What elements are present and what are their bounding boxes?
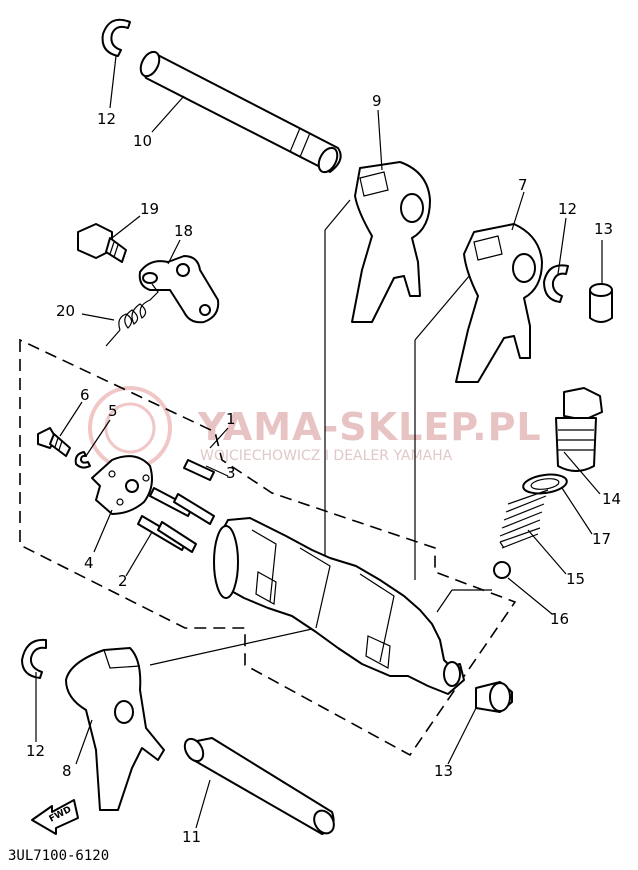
callout-13-top: 13 [594, 220, 613, 238]
bearing-part-13-top [589, 283, 613, 323]
callout-1: 1 [226, 410, 236, 428]
callout-6: 6 [80, 386, 90, 404]
callout-4: 4 [84, 554, 94, 572]
callout-9: 9 [372, 92, 382, 110]
diagram-code: 3UL7100-6120 [8, 848, 109, 864]
bearing-part-13-bottom [475, 681, 513, 713]
bolt-part-19 [77, 223, 127, 263]
callout-18: 18 [174, 222, 193, 240]
callout-15: 15 [566, 570, 585, 588]
shaft-part-11 [183, 737, 335, 835]
callout-7: 7 [518, 176, 528, 194]
segment-plate-part-4 [91, 455, 153, 515]
circlip-part-12-top [101, 18, 131, 57]
pins-part-2-3 [137, 459, 215, 553]
spring-part-20 [105, 283, 159, 347]
ball-part-16 [493, 561, 511, 579]
callout-13-bottom: 13 [434, 762, 453, 780]
shaft-part-10 [139, 50, 342, 174]
callout-labels: 12 10 9 7 12 13 19 18 20 6 5 1 3 4 2 14 … [26, 92, 621, 846]
circlip-part-12-bottom [21, 638, 47, 679]
bolt-part-6 [37, 427, 71, 457]
callout-17: 17 [592, 530, 611, 548]
circlip-part-5 [74, 451, 91, 469]
callout-20: 20 [56, 302, 75, 320]
stopper-lever-part-18 [138, 255, 220, 324]
shift-drum-part-1 [213, 517, 465, 695]
callout-2: 2 [118, 572, 128, 590]
circlip-part-12-right [543, 264, 569, 303]
callout-19: 19 [140, 200, 159, 218]
callout-16: 16 [550, 610, 569, 628]
callout-leaders [35, 55, 603, 829]
leader-lines [149, 199, 492, 666]
callout-14: 14 [602, 490, 621, 508]
callout-10: 10 [133, 132, 152, 150]
callout-12-right: 12 [558, 200, 577, 218]
callout-11: 11 [182, 828, 201, 846]
fwd-arrow-icon: FWD [31, 799, 79, 835]
assembly-outline [19, 338, 517, 757]
spring-part-15 [499, 489, 549, 549]
plug-part-14 [555, 387, 603, 472]
watermark-subtitle: WOJCIECHOWICZ I DEALER YAMAHA [200, 448, 453, 464]
callout-3: 3 [226, 464, 236, 482]
watermark: YAMA-SKLEP.PL WOJCIECHOWICZ I DEALER YAM… [88, 386, 542, 470]
callout-12-top: 12 [97, 110, 116, 128]
shift-fork-part-7 [455, 223, 543, 383]
shift-fork-part-9 [351, 161, 431, 323]
callout-12-bottom: 12 [26, 742, 45, 760]
callout-8: 8 [62, 762, 72, 780]
washer-part-17 [522, 473, 568, 495]
callout-5: 5 [108, 402, 118, 420]
shift-fork-part-8 [65, 647, 165, 811]
watermark-title: YAMA-SKLEP.PL [197, 405, 542, 449]
